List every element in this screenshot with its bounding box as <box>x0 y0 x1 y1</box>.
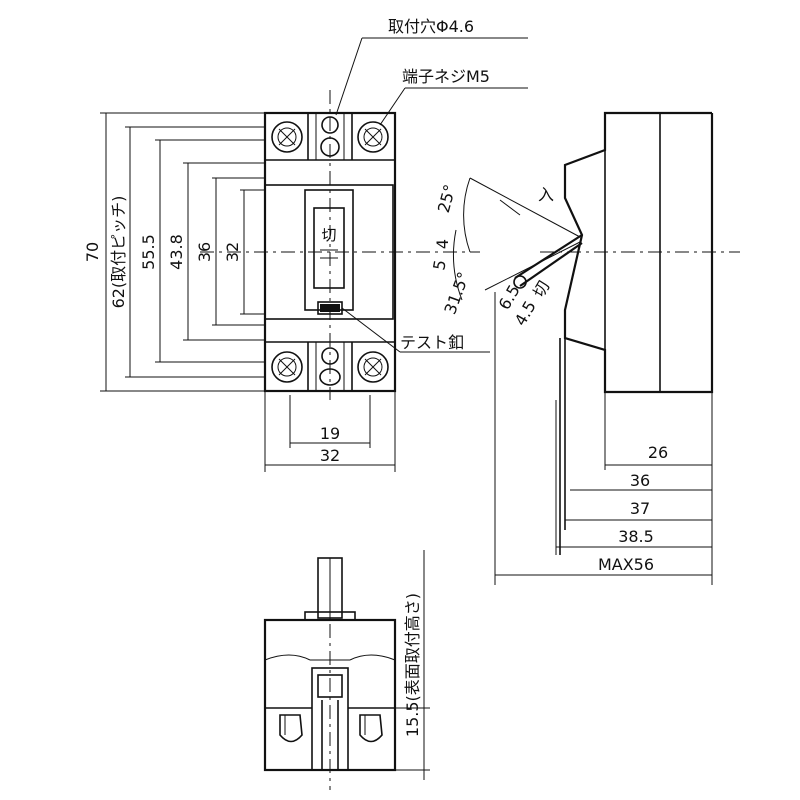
terminal-block-icon <box>279 714 303 743</box>
dim-43-8: 43.8 <box>167 234 186 270</box>
angle-25-deg: 25° <box>434 182 460 214</box>
dim-36-vertical: 36 <box>195 242 214 262</box>
terminal-screw-icon <box>271 351 303 383</box>
mount-hole-label: 取付穴Φ4.6 <box>388 17 474 36</box>
toggle-off-mark: 切 <box>321 226 336 244</box>
dim-32-horizontal: 32 <box>320 446 340 465</box>
bottom-view: 15.5(表面取付高さ) <box>263 550 430 790</box>
dim-15-5-surface-mount-height: 15.5(表面取付高さ) <box>403 593 422 737</box>
terminal-block-icon <box>359 714 383 743</box>
front-view: 切 取付穴Φ4.6 端子ネジM5 テスト釦 <box>83 17 528 472</box>
dim-62-mounting-pitch: 62(取付ピッチ) <box>109 196 128 309</box>
dim-70: 70 <box>83 242 102 262</box>
bottom-body-outline <box>263 618 397 772</box>
angle-4: 4 <box>433 239 452 249</box>
dim-32-vertical: 32 <box>223 242 242 262</box>
terminal-screw-icon <box>357 351 389 383</box>
dim-36-side: 36 <box>630 471 650 490</box>
toggle-handle <box>313 207 345 289</box>
on-mark: 入 <box>538 185 554 204</box>
test-button-label: テスト釦 <box>400 333 464 352</box>
angle-31-5-deg: 31.5° <box>440 269 473 316</box>
side-view: 25° 4 5 31.5° 6.5 4.5 入 切 26 36 37 38.5 … <box>429 111 740 585</box>
dim-19: 19 <box>320 424 340 443</box>
off-mark: 切 <box>529 278 553 301</box>
terminal-screw-icon <box>357 121 389 153</box>
angle-5: 5 <box>429 258 449 271</box>
side-profile-outline <box>563 111 714 394</box>
dim-26: 26 <box>648 443 668 462</box>
terminal-screw-icon <box>271 121 303 153</box>
dim-max56: MAX56 <box>598 555 654 574</box>
dim-38-5: 38.5 <box>618 527 654 546</box>
dim-55-5: 55.5 <box>139 234 158 270</box>
dim-37: 37 <box>630 499 650 518</box>
terminal-screw-label: 端子ネジM5 <box>402 67 490 86</box>
